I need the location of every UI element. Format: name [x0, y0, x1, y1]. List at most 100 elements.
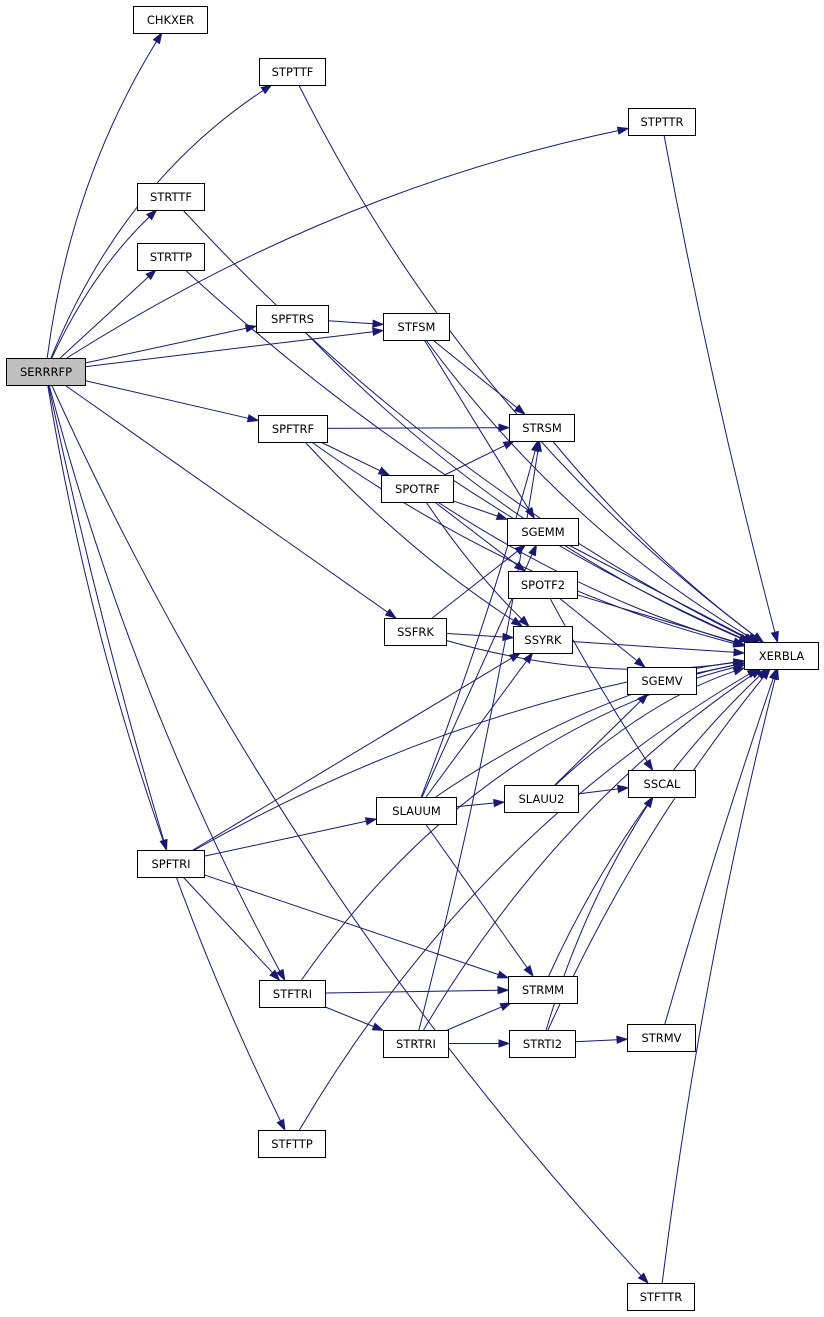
- node-stfttp[interactable]: STFTTP: [258, 1130, 326, 1158]
- node-label: STRTI2: [523, 1037, 562, 1051]
- node-box: [137, 243, 205, 271]
- node-xerbla[interactable]: XERBLA: [744, 642, 819, 670]
- arrowhead: [372, 319, 385, 328]
- edge-spftrs-to-stfsm: [327, 319, 385, 328]
- edge-line: [304, 441, 514, 621]
- edge-strmm-to-xerbla: [548, 667, 768, 977]
- arrowhead: [513, 404, 526, 415]
- edge-serrrfp-to-ssfrk: [64, 384, 398, 619]
- edge-line: [203, 874, 499, 976]
- node-strmm[interactable]: STRMM: [508, 976, 578, 1004]
- edge-strtri-to-strmm: [447, 1002, 513, 1031]
- node-label: SSCAL: [644, 777, 681, 791]
- node-box: [259, 980, 326, 1008]
- edge-line: [64, 384, 388, 613]
- node-sscal[interactable]: SSCAL: [628, 770, 696, 798]
- node-label: STRSM: [522, 421, 562, 435]
- node-strttp[interactable]: STRTTP: [137, 243, 205, 271]
- node-label: SPFTRF: [272, 422, 314, 436]
- edge-ssyrk-to-xerbla: [571, 641, 746, 657]
- node-label: STRMM: [522, 983, 564, 997]
- arrowhead: [733, 648, 746, 657]
- edge-serrrfp-to-spftri: [47, 384, 168, 852]
- node-box: [383, 1030, 449, 1058]
- edge-stfttr-to-xerbla: [661, 667, 780, 1284]
- node-box: [137, 850, 205, 878]
- edge-stftri-to-strtri: [324, 1006, 385, 1031]
- edge-spftri-to-ssyrk: [192, 652, 522, 851]
- arrowhead: [371, 1022, 385, 1031]
- node-slauum[interactable]: SLAUUM: [376, 797, 457, 825]
- edge-line: [425, 823, 528, 969]
- edge-serrrfp-to-stpttr: [66, 126, 630, 359]
- node-stpttf[interactable]: STPTTF: [259, 58, 326, 86]
- node-ssyrk[interactable]: SSYRK: [513, 626, 573, 654]
- arrowhead: [372, 327, 385, 336]
- node-strmv[interactable]: STRMV: [627, 1024, 696, 1052]
- node-label: STRMV: [641, 1031, 681, 1045]
- node-spftri[interactable]: SPFTRI: [137, 850, 205, 878]
- arrowhead: [637, 1272, 650, 1285]
- edge-spftrf-to-ssyrk: [304, 441, 524, 627]
- edge-spotf2-to-sscal: [549, 597, 654, 772]
- edge-line: [425, 660, 528, 798]
- edge-spotrf-to-strsm: [444, 440, 516, 476]
- node-strsm[interactable]: STRSM: [509, 414, 575, 442]
- node-box: [381, 475, 454, 503]
- arrowhead: [364, 817, 378, 826]
- arrowhead: [643, 758, 654, 772]
- node-spftrf[interactable]: SPFTRF: [258, 415, 328, 443]
- arrowhead: [528, 543, 538, 557]
- edge-line: [437, 501, 735, 643]
- node-strti2[interactable]: STRTI2: [509, 1030, 576, 1058]
- node-spotf2[interactable]: SPOTF2: [508, 571, 578, 599]
- node-label: STRTTF: [150, 190, 192, 204]
- edge-line: [664, 678, 774, 1025]
- edge-line: [47, 384, 281, 1122]
- node-label: SPOTF2: [521, 578, 565, 592]
- edge-line: [576, 594, 735, 643]
- node-strtri[interactable]: STRTRI: [383, 1030, 449, 1058]
- arrowhead: [145, 268, 157, 281]
- node-chkxer[interactable]: CHKXER: [133, 6, 208, 34]
- edge-line: [203, 820, 367, 857]
- edge-slauum-to-strmm: [425, 823, 534, 978]
- node-label: STRTTP: [150, 250, 192, 264]
- edge-spotrf-to-ssyrk: [425, 501, 530, 628]
- edge-slauum-to-slauu2: [455, 798, 506, 808]
- node-stftri[interactable]: STFTRI: [259, 980, 326, 1008]
- node-box: [384, 618, 447, 646]
- node-stfttr[interactable]: STFTTR: [627, 1283, 695, 1311]
- node-box: [628, 108, 696, 136]
- node-slauu2[interactable]: SLAUU2: [504, 785, 579, 813]
- node-label: SGEMM: [521, 525, 564, 539]
- node-serrrfp[interactable]: SERRRFP: [6, 358, 86, 386]
- node-spftrs[interactable]: SPFTRS: [256, 305, 329, 333]
- node-label: SPOTRF: [395, 482, 440, 496]
- edge-strsm-to-xerbla: [552, 440, 765, 643]
- node-sgemv[interactable]: SGEMV: [627, 667, 697, 695]
- node-box: [627, 1283, 695, 1311]
- node-strttf[interactable]: STRTTF: [137, 183, 205, 211]
- edge-line: [182, 876, 273, 974]
- arrowhead: [771, 667, 780, 681]
- node-label: SSFRK: [397, 625, 434, 639]
- arrowhead: [269, 969, 281, 982]
- node-spotrf[interactable]: SPOTRF: [381, 475, 454, 503]
- edge-line: [324, 989, 499, 994]
- node-box: [133, 6, 208, 34]
- node-ssfrk[interactable]: SSFRK: [384, 618, 447, 646]
- node-stpttr[interactable]: STPTTR: [628, 108, 696, 136]
- node-sgemm[interactable]: SGEMM: [507, 518, 579, 546]
- arrowhead: [518, 615, 530, 628]
- node-stfsm[interactable]: STFSM: [383, 313, 450, 341]
- edge-line: [447, 1006, 502, 1031]
- edge-line: [47, 384, 165, 841]
- arrowhead: [502, 440, 516, 450]
- edge-line: [51, 216, 150, 359]
- edge-spotf2-to-sgemv: [558, 597, 646, 668]
- node-box: [383, 313, 450, 341]
- edge-serrrfp-to-stfttp: [47, 384, 286, 1132]
- edge-line: [304, 331, 741, 639]
- arrowhead: [498, 1039, 511, 1048]
